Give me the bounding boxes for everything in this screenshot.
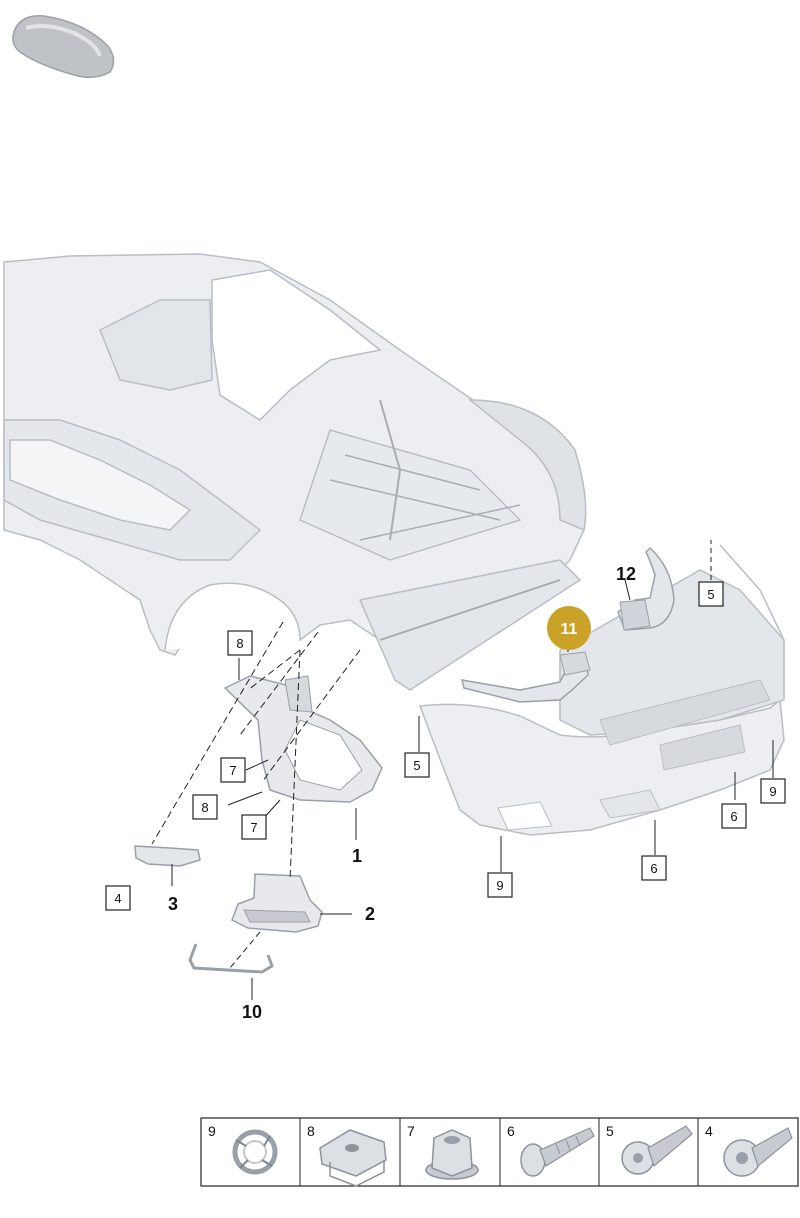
part-1-bracket	[223, 675, 383, 803]
screw-6-icon	[520, 1127, 595, 1177]
bolt-5-icon	[621, 1125, 693, 1175]
callout-11-label: 11	[561, 621, 578, 638]
legend-label-9: 9	[208, 1123, 216, 1139]
callout-box-7-upper: 7	[220, 757, 246, 783]
rear-bumper-cover	[418, 544, 785, 836]
part-3-bracket	[134, 845, 201, 867]
callout-3-label: 3	[168, 894, 178, 914]
part-10-seal	[188, 943, 274, 974]
bold-callouts: 1 2 3 10 12	[168, 564, 636, 1022]
highlight-callout-11[interactable]: 11	[547, 606, 591, 650]
callout-10-label: 10	[242, 1002, 262, 1022]
callout-1-label: 1	[352, 846, 362, 866]
bolt-4-icon	[723, 1127, 793, 1177]
hardware-legend: 9 8 7 6 5 4	[200, 1117, 799, 1187]
callout-box-7-lower: 7	[241, 814, 267, 840]
boxed-callouts: 8 7 8 7 4 5 5 9	[105, 581, 786, 911]
callout-9-right-label: 9	[769, 784, 776, 799]
callout-box-6-right: 6	[721, 803, 747, 829]
part-2-trim	[231, 873, 323, 933]
callout-box-5-top: 5	[698, 581, 724, 607]
callout-2-label: 2	[365, 904, 375, 924]
legend-label-8: 8	[307, 1123, 315, 1139]
callout-8-lower-label: 8	[201, 800, 208, 815]
callout-5-top-label: 5	[707, 587, 714, 602]
callout-box-9-right: 9	[760, 778, 786, 804]
legend-label-7: 7	[407, 1123, 415, 1139]
callout-8-upper-label: 8	[236, 636, 243, 651]
callout-6-bottom-label: 6	[650, 861, 657, 876]
legend-label-4: 4	[705, 1123, 713, 1139]
clip-ring-icon	[232, 1129, 278, 1175]
part-11-bracket	[460, 651, 591, 703]
callout-7-lower-label: 7	[250, 820, 257, 835]
callout-6-right-label: 6	[730, 809, 737, 824]
callout-7-upper-label: 7	[229, 763, 236, 778]
callout-box-8-lower: 8	[192, 794, 218, 820]
callout-4-label: 4	[114, 891, 121, 906]
part-12-guide	[617, 546, 675, 631]
legend-label-6: 6	[507, 1123, 515, 1139]
speed-nut-icon	[319, 1129, 387, 1187]
callout-box-6-bottom: 6	[641, 855, 667, 881]
callout-12-label: 12	[616, 564, 636, 584]
flange-nut-icon	[425, 1129, 479, 1180]
callout-9-bottom-label: 9	[496, 878, 503, 893]
callout-box-5-left: 5	[404, 752, 430, 778]
legend-label-5: 5	[606, 1123, 614, 1139]
callout-box-9-bottom: 9	[487, 872, 513, 898]
callout-box-8-upper: 8	[227, 630, 253, 656]
callout-5-left-label: 5	[413, 758, 420, 773]
body-shell	[3, 253, 587, 691]
leader-lines	[151, 540, 774, 1000]
car-thumbnail-icon	[12, 15, 115, 79]
callout-box-4: 4	[105, 885, 131, 911]
